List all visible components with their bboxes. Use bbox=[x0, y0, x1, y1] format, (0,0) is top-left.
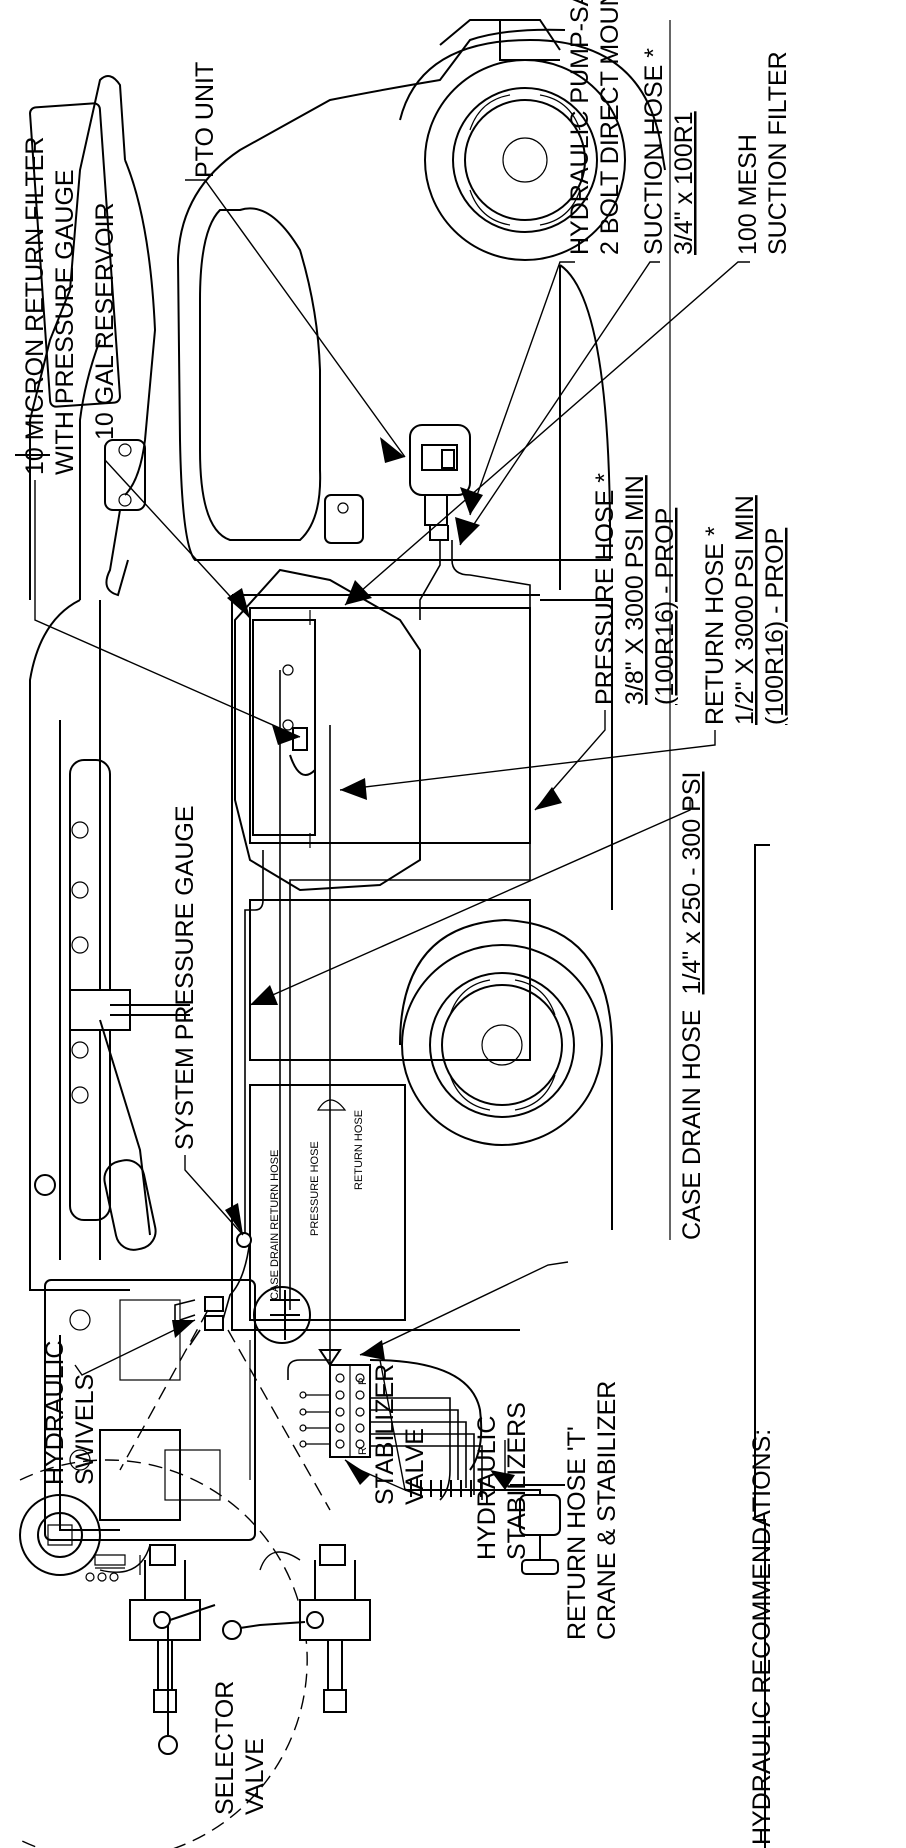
label-pump-line1: HYDRAULIC PUMP-SAE 'A' bbox=[566, 0, 594, 255]
hose-run-labels: CASE DRAIN RETURN HOSE PRESSURE HOSE RET… bbox=[269, 1110, 365, 1300]
label-selector-line1: SELECTOR bbox=[211, 1681, 239, 1815]
hydraulic-stabilizers bbox=[405, 1480, 565, 1575]
label-case-drain-hose: CASE DRAIN HOSE 1/4" x 250 - 300 PSI bbox=[678, 772, 706, 1240]
case-drain-return-hose-text: CASE DRAIN RETURN HOSE bbox=[269, 1150, 281, 1300]
label-suction-filter-line2: SUCTION FILTER bbox=[764, 51, 792, 255]
recommendations-title: HYDRAULIC RECOMMENDATIONS: bbox=[748, 1429, 776, 1845]
label-stabilizers-line1: HYDRAULIC bbox=[473, 1416, 501, 1560]
hydraulic-pump bbox=[424, 494, 448, 526]
return-hose-t-fitting bbox=[318, 1349, 342, 1367]
pto-unit bbox=[409, 424, 471, 496]
recommendations-box: HYDRAULIC RECOMMENDATIONS: bbox=[748, 844, 776, 1848]
valve-port-p: P bbox=[357, 1378, 369, 1385]
hydraulic-swivel-1 bbox=[204, 1296, 224, 1312]
crane bbox=[15, 75, 256, 1582]
swivel-detail-circle bbox=[253, 1286, 311, 1344]
label-stabilizer-valve-line1: STABILIZER bbox=[371, 1364, 399, 1505]
label-case-drain-hose-spec: 1/4" x 250 - 300 PSI bbox=[678, 772, 706, 995]
hydraulic-swivel-2 bbox=[204, 1315, 224, 1331]
label-return-hose-line2: 1/2" X 3000 PSI MIN bbox=[731, 495, 759, 725]
return-hose-text: RETURN HOSE bbox=[353, 1110, 365, 1190]
selector-valve-detail bbox=[19, 1309, 371, 1848]
label-selector-line2: VALVE bbox=[241, 1738, 269, 1815]
label-suction-filter-line1: 100 MESH bbox=[734, 134, 762, 255]
label-reservoir: 10 GAL RESERVOIR bbox=[91, 202, 119, 440]
label-suction-hose-line2: 3/4" x 100R1 bbox=[670, 111, 698, 255]
label-return-t-line1: RETURN HOSE 'T' bbox=[563, 1426, 591, 1640]
hose-runs bbox=[174, 540, 531, 1380]
valve-port-r: R bbox=[357, 1447, 369, 1455]
label-stabilizers-line2: STABILIZERS bbox=[503, 1402, 531, 1560]
label-suction-hose-line1: SUCTION HOSE * bbox=[640, 48, 668, 255]
reservoir-assembly bbox=[234, 424, 471, 892]
label-return-hose-line1: RETURN HOSE * bbox=[701, 526, 729, 725]
selector-valve-lower bbox=[222, 1544, 371, 1713]
pressure-hose-text: PRESSURE HOSE bbox=[309, 1141, 321, 1236]
label-pressure-hose-line2: 3/8" X 3000 PSI MIN bbox=[621, 475, 649, 705]
callout-labels: PTO UNIT HYDRAULIC PUMP-SAE 'A' 2 BOLT D… bbox=[21, 0, 792, 1815]
truck-outline bbox=[176, 19, 671, 1480]
label-return-t-line2: CRANE & STABILIZER bbox=[593, 1381, 621, 1640]
label-swivels-line1: HYDRAULIC bbox=[41, 1341, 69, 1485]
stabilizer-valve: P R bbox=[299, 1359, 483, 1501]
stabilizer-tick-marks bbox=[410, 1480, 482, 1497]
label-swivels-line2: SWIVELS bbox=[71, 1374, 99, 1485]
label-return-filter-line2: WITH PRESSURE GAUGE bbox=[51, 169, 79, 475]
leader-lines bbox=[34, 179, 750, 1492]
label-stabilizer-valve-line2: VALVE bbox=[401, 1428, 429, 1505]
label-return-hose-line3: (100R16) - PROP bbox=[761, 528, 789, 725]
system-pressure-gauge-dial bbox=[236, 1232, 252, 1248]
label-pressure-hose-line1: PRESSURE HOSE * bbox=[591, 473, 619, 705]
label-system-pressure-gauge: SYSTEM PRESSURE GAUGE bbox=[171, 805, 199, 1150]
selector-valve-upper bbox=[99, 1544, 216, 1755]
label-pressure-hose-line3: (100R16) - PROP bbox=[651, 508, 679, 705]
label-return-filter-line1: 10 MICRON RETURN FILTER bbox=[21, 137, 49, 475]
label-case-drain-hose-prefix: CASE DRAIN HOSE bbox=[678, 1009, 706, 1240]
label-pump-line2: 2 BOLT DIRECT MOUNTING bbox=[596, 0, 624, 255]
label-pto-unit: PTO UNIT bbox=[191, 62, 219, 178]
